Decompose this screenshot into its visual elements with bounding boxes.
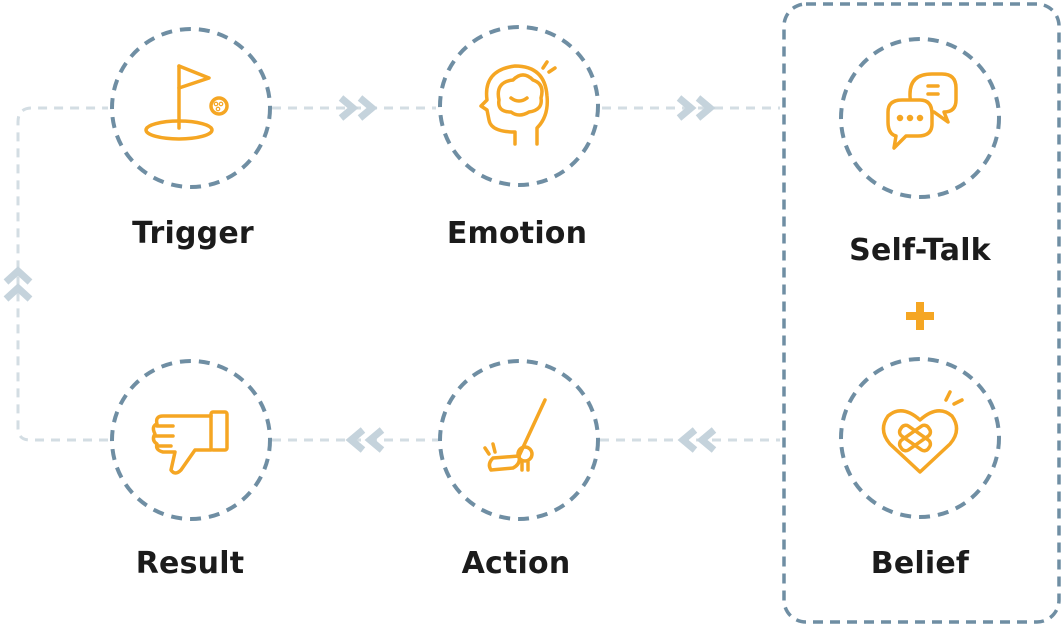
selftalk-belief-group	[782, 2, 1061, 624]
result-node	[110, 359, 272, 521]
head-brain-icon	[479, 60, 557, 146]
flow-chevrons	[3, 95, 717, 453]
golf-flag-icon	[144, 64, 229, 141]
result-label: Result	[135, 546, 245, 581]
chevron-left-icon	[677, 427, 717, 453]
chevron-left-icon	[345, 427, 385, 453]
chevron-right-icon	[338, 95, 378, 121]
connector-result-trigger	[16, 106, 108, 442]
trigger-node	[110, 27, 272, 189]
action-node	[438, 359, 600, 521]
trigger-label: Trigger	[132, 216, 254, 251]
chevron-right-icon	[676, 95, 716, 121]
chevron-up-icon	[3, 266, 33, 302]
belief-label: Belief	[870, 546, 970, 581]
emotion-node	[438, 25, 600, 187]
thumbs-down-icon	[151, 410, 229, 475]
speech-bubbles-icon	[886, 72, 958, 150]
emotion-label: Emotion	[446, 216, 588, 251]
self-talk-label: Self-Talk	[849, 233, 991, 268]
belief-node	[839, 357, 1001, 519]
bandaged-heart-icon	[881, 390, 964, 474]
golf-club-ball-icon	[483, 398, 547, 472]
action-label: Action	[461, 546, 571, 581]
